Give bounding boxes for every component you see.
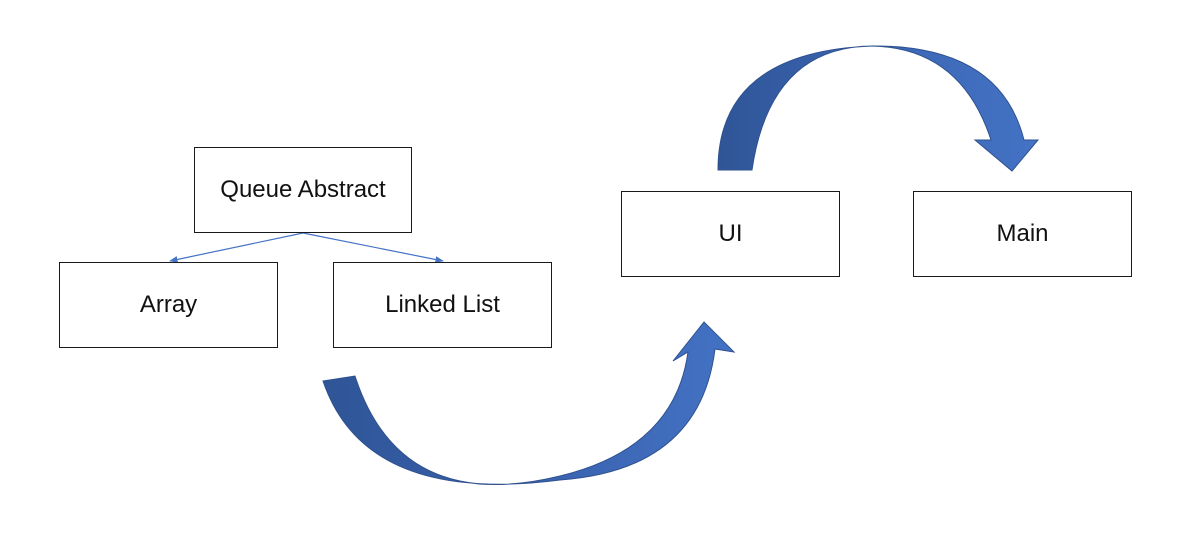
connector-queue-to-array	[169, 232, 304, 263]
node-main-label: Main	[996, 220, 1049, 247]
node-main: Main	[913, 191, 1132, 277]
node-ui: UI	[621, 191, 840, 277]
node-linked-list: Linked List	[333, 262, 552, 348]
node-ui-label: UI	[718, 220, 743, 247]
node-queue-abstract: Queue Abstract	[194, 147, 412, 233]
node-linked-list-label: Linked List	[385, 291, 500, 318]
node-array-label: Array	[139, 291, 198, 318]
node-queue-abstract-label: Queue Abstract	[220, 176, 386, 203]
curved-arrow-bottom	[322, 321, 736, 485]
node-array: Array	[59, 262, 278, 348]
connector-queue-to-linked-list	[302, 232, 444, 263]
curved-arrow-top	[717, 45, 1040, 172]
